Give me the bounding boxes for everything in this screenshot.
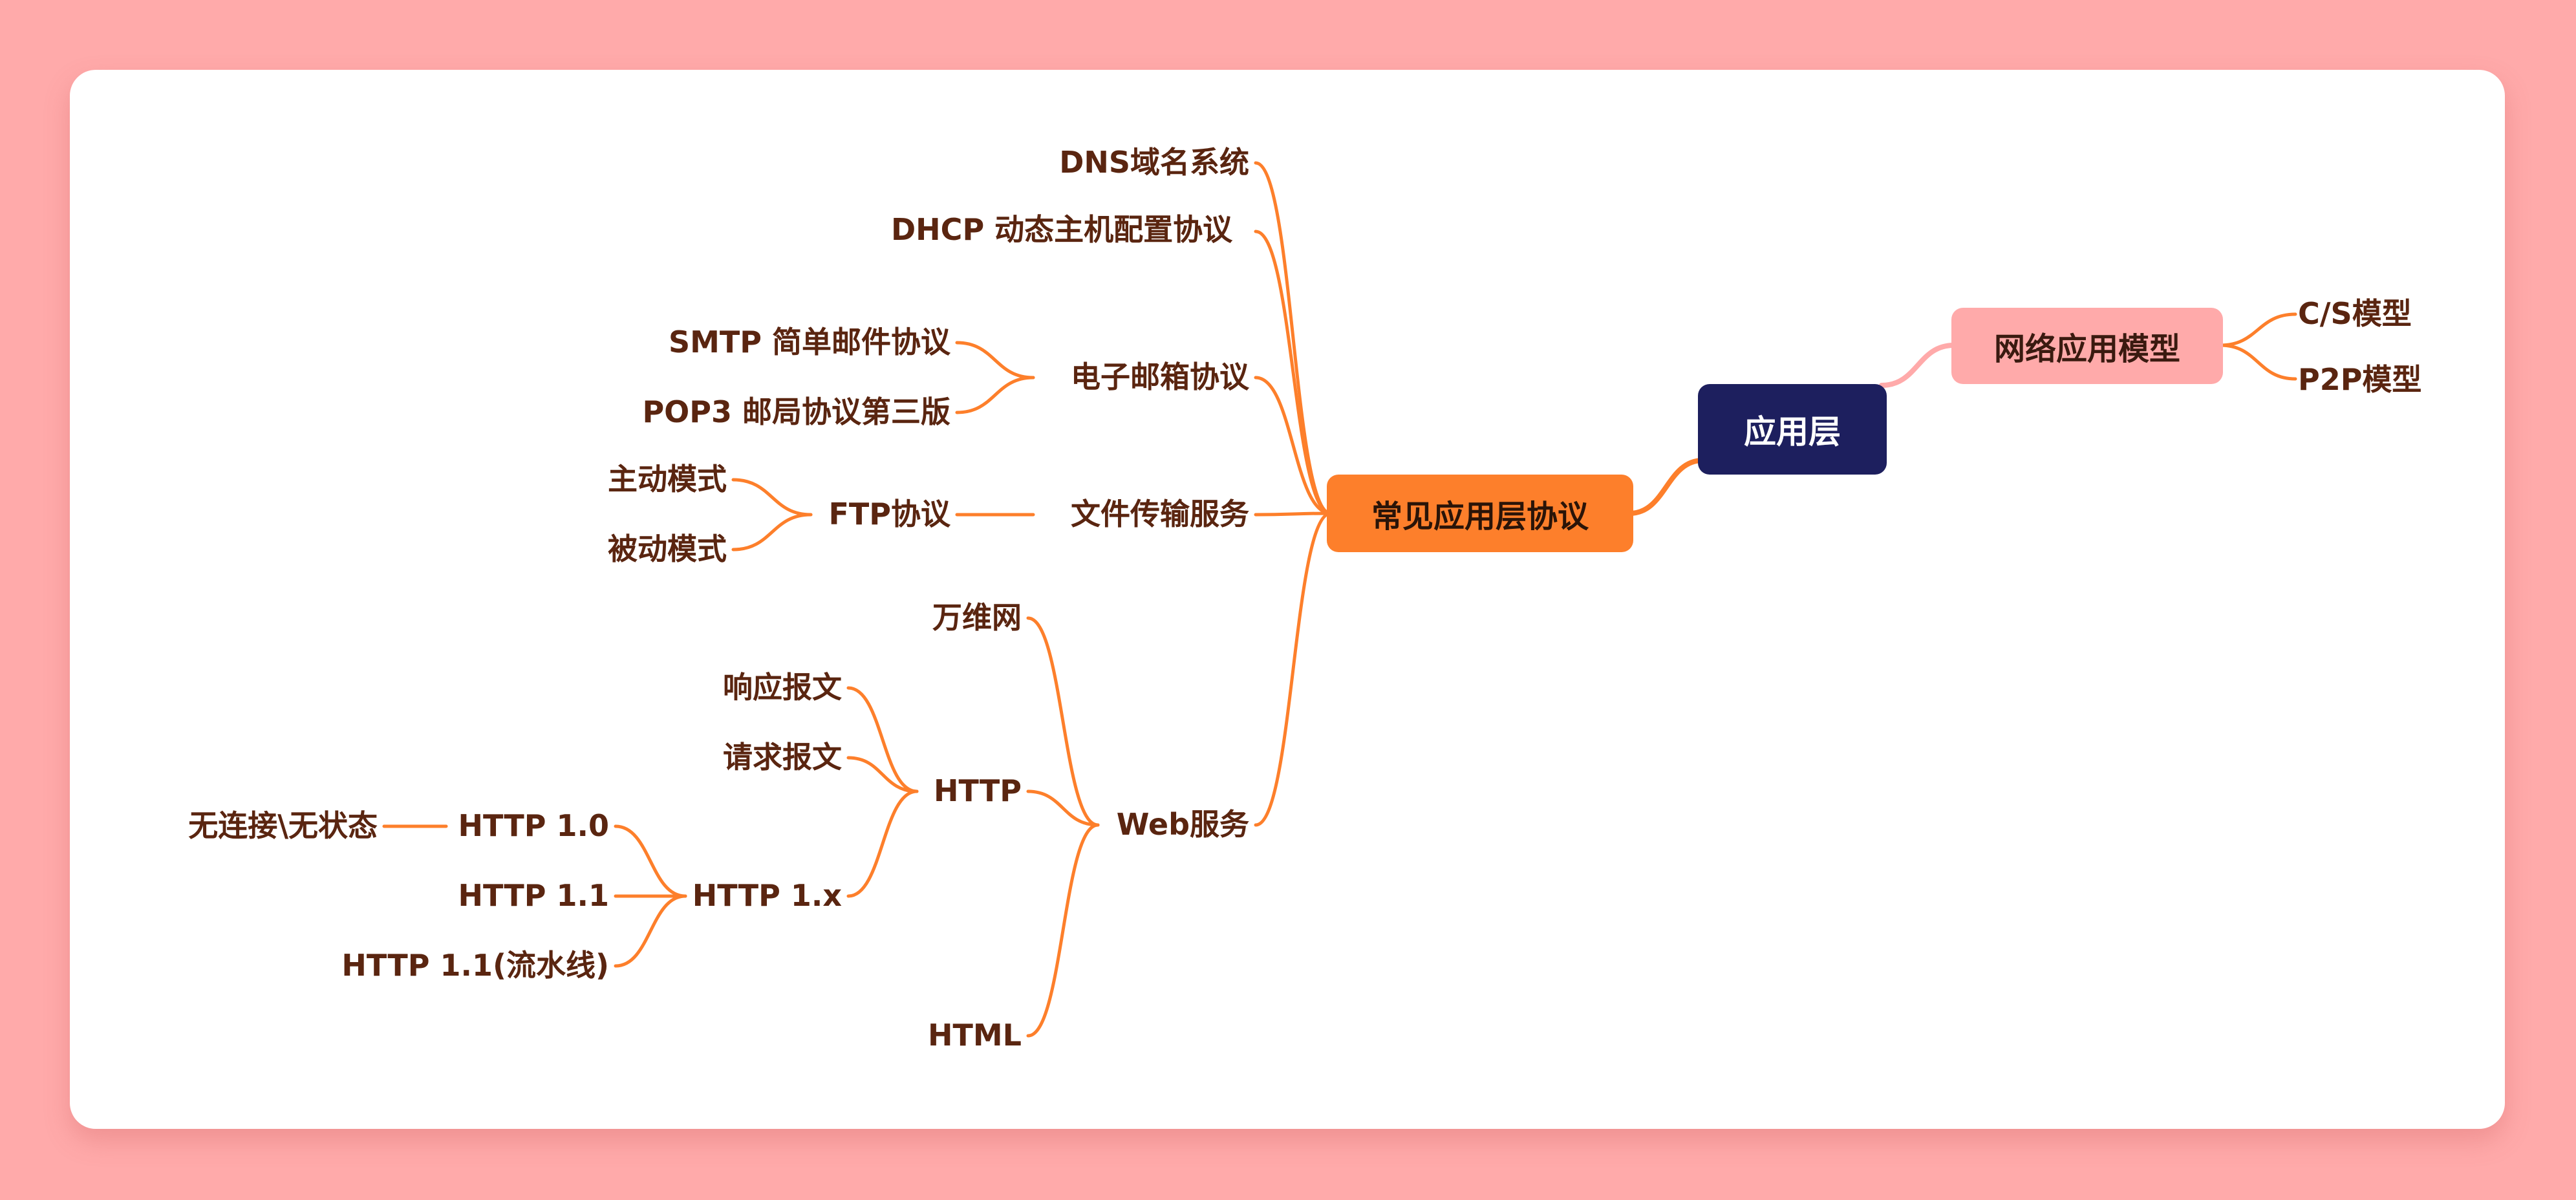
- node-http-1x[interactable]: HTTP 1.x: [692, 878, 842, 913]
- node-www[interactable]: 万维网: [932, 600, 1022, 635]
- node-request-message[interactable]: 请求报文: [723, 740, 842, 775]
- canvas-card: [70, 70, 2505, 1129]
- node-ftp-active[interactable]: 主动模式: [608, 462, 727, 497]
- node-http[interactable]: HTTP: [933, 773, 1022, 808]
- link-protocols-dns: [1254, 161, 1333, 515]
- node-http-10[interactable]: HTTP 1.0: [458, 808, 609, 843]
- node-dhcp[interactable]: DHCP 动态主机配置协议: [891, 212, 1233, 247]
- link-http-http1x: [846, 789, 919, 898]
- link-http1x-v10: [614, 824, 687, 898]
- node-dns[interactable]: DNS域名系统: [1059, 145, 1249, 180]
- link-http-response: [846, 686, 919, 793]
- link-root-protocols: [1627, 458, 1706, 516]
- node-web[interactable]: Web服务: [1116, 807, 1249, 842]
- link-web-html: [1026, 823, 1100, 1038]
- link-http1x-v11-pipeline: [614, 894, 687, 968]
- link-protocols-web: [1254, 511, 1333, 827]
- node-email[interactable]: 电子邮箱协议: [1071, 359, 1249, 394]
- link-ftp-active: [731, 478, 813, 517]
- node-http-11[interactable]: HTTP 1.1: [458, 878, 609, 913]
- link-protocols-dhcp: [1254, 230, 1333, 515]
- node-http-11-pipeline[interactable]: HTTP 1.1(流水线): [341, 948, 609, 983]
- root-node-application-layer[interactable]: 应用层: [1698, 384, 1887, 475]
- node-pop3[interactable]: POP3 邮局协议第三版: [642, 394, 950, 429]
- link-ftp-passive: [731, 513, 813, 552]
- branch-network-application-model[interactable]: 网络应用模型: [1951, 308, 2223, 384]
- node-html[interactable]: HTML: [928, 1018, 1022, 1053]
- link-http-request: [846, 756, 919, 793]
- link-email-pop3: [955, 376, 1035, 414]
- link-protocols-email: [1254, 376, 1333, 515]
- link-email-smtp: [955, 341, 1035, 380]
- node-file-transfer[interactable]: 文件传输服务: [1071, 497, 1249, 531]
- branch-common-protocols[interactable]: 常见应用层协议: [1327, 475, 1633, 552]
- node-response-message[interactable]: 响应报文: [723, 670, 842, 705]
- link-web-http: [1026, 789, 1100, 827]
- node-cs-model[interactable]: C/S模型: [2298, 296, 2412, 331]
- link-root-model: [1879, 343, 1957, 388]
- link-web-www: [1026, 616, 1100, 827]
- node-ftp-passive[interactable]: 被动模式: [608, 531, 727, 566]
- link-protocols-file-transfer: [1254, 511, 1333, 517]
- link-model-cs: [2218, 312, 2297, 347]
- node-ftp[interactable]: FTP协议: [828, 497, 950, 531]
- node-p2p-model[interactable]: P2P模型: [2298, 362, 2422, 397]
- node-smtp[interactable]: SMTP 简单邮件协议: [668, 325, 950, 359]
- node-connectionless-stateless[interactable]: 无连接\无状态: [188, 808, 378, 843]
- link-model-p2p: [2218, 343, 2297, 381]
